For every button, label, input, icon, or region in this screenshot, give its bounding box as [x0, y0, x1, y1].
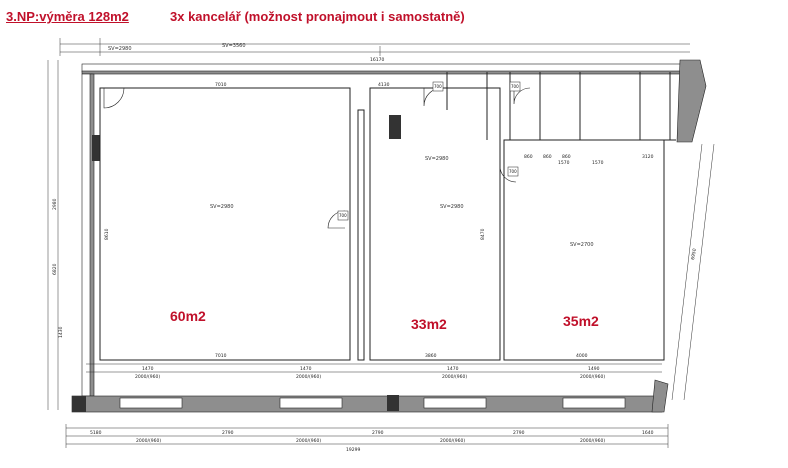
wardrobe-w3: 860 — [562, 154, 571, 160]
left-dimension-lines — [47, 60, 59, 410]
door-tags: 700 700 700 700 — [337, 81, 521, 221]
win-type-3: 2000/(960) — [442, 374, 467, 380]
doors — [103, 87, 531, 229]
win-type-2: 2000/(960) — [296, 374, 321, 380]
bottom-seg-5: 1640 — [642, 430, 654, 436]
right-dimension-lines — [671, 143, 715, 401]
win-size-4: 1490 — [588, 366, 600, 372]
bottom-seg-2: 2790 — [222, 430, 234, 436]
room-1-height: SV=2980 — [210, 204, 234, 210]
bottom-total: 19299 — [346, 447, 360, 453]
room-3-height: SV=2700 — [570, 242, 594, 248]
columns — [72, 115, 401, 412]
room-2-upper-height: SV=2980 — [425, 156, 449, 162]
bottom-windows — [119, 397, 626, 409]
win-size-1: 1470 — [142, 366, 154, 372]
room-2-height-dim: 8470 — [480, 228, 486, 240]
win-size-2: 1470 — [300, 366, 312, 372]
wardrobe-w5: 1570 — [592, 160, 604, 166]
left-height-3: 1430 — [58, 326, 64, 338]
door-3-label: 700 — [511, 84, 519, 89]
sv-corridor: SV=3560 — [222, 43, 246, 49]
left-height-2: 6820 — [52, 263, 58, 275]
room-3-area: 35m2 — [563, 313, 599, 329]
door-2-label: 700 — [434, 84, 442, 89]
room-1-height-dim: 8610 — [104, 228, 110, 240]
bottom-type-1: 2000/(960) — [136, 438, 161, 444]
bottom-seg-4: 2790 — [513, 430, 525, 436]
win-type-1: 2000/(960) — [135, 374, 160, 380]
floor-area-title: 3.NP:výměra 128m2 — [6, 9, 129, 24]
room-2-bottom-width: 3860 — [425, 353, 437, 359]
wardrobe-w4: 1570 — [558, 160, 570, 166]
room-1-bottom-width: 7010 — [215, 353, 227, 359]
room-3-height-dim: 6950 — [690, 248, 698, 260]
top-width-dim: 16170 — [370, 57, 384, 63]
bottom-interior-dims — [86, 363, 662, 373]
wardrobe-w1: 860 — [524, 154, 533, 160]
bottom-dimension-lines — [65, 424, 669, 448]
room-2-height: SV=2980 — [440, 204, 464, 210]
sv-top-left: SV=2980 — [108, 46, 132, 52]
room-3-bottom-width: 4000 — [576, 353, 588, 359]
outer-walls — [71, 59, 707, 413]
door-1-label: 700 — [339, 213, 347, 218]
wardrobe-w2: 860 — [543, 154, 552, 160]
bottom-seg-3: 2790 — [372, 430, 384, 436]
left-height-1: 2980 — [52, 198, 58, 210]
room-1-top-width: 7010 — [215, 82, 227, 88]
top-dimension-lines — [59, 38, 690, 56]
bottom-type-2: 2000/(960) — [296, 438, 321, 444]
wardrobe-w6: 3120 — [642, 154, 654, 160]
bottom-type-3: 2000/(960) — [440, 438, 465, 444]
room-2-area: 33m2 — [411, 316, 447, 332]
win-type-4: 2000/(960) — [580, 374, 605, 380]
win-size-3: 1470 — [447, 366, 459, 372]
offices-description: 3x kancelář (možnost pronajmout i samost… — [170, 9, 465, 24]
bottom-seg-1: 5180 — [90, 430, 102, 436]
room-2-top-width: 4130 — [378, 82, 390, 88]
door-4-label: 700 — [509, 169, 517, 174]
room-1-area: 60m2 — [170, 308, 206, 324]
bottom-type-4: 2000/(960) — [580, 438, 605, 444]
